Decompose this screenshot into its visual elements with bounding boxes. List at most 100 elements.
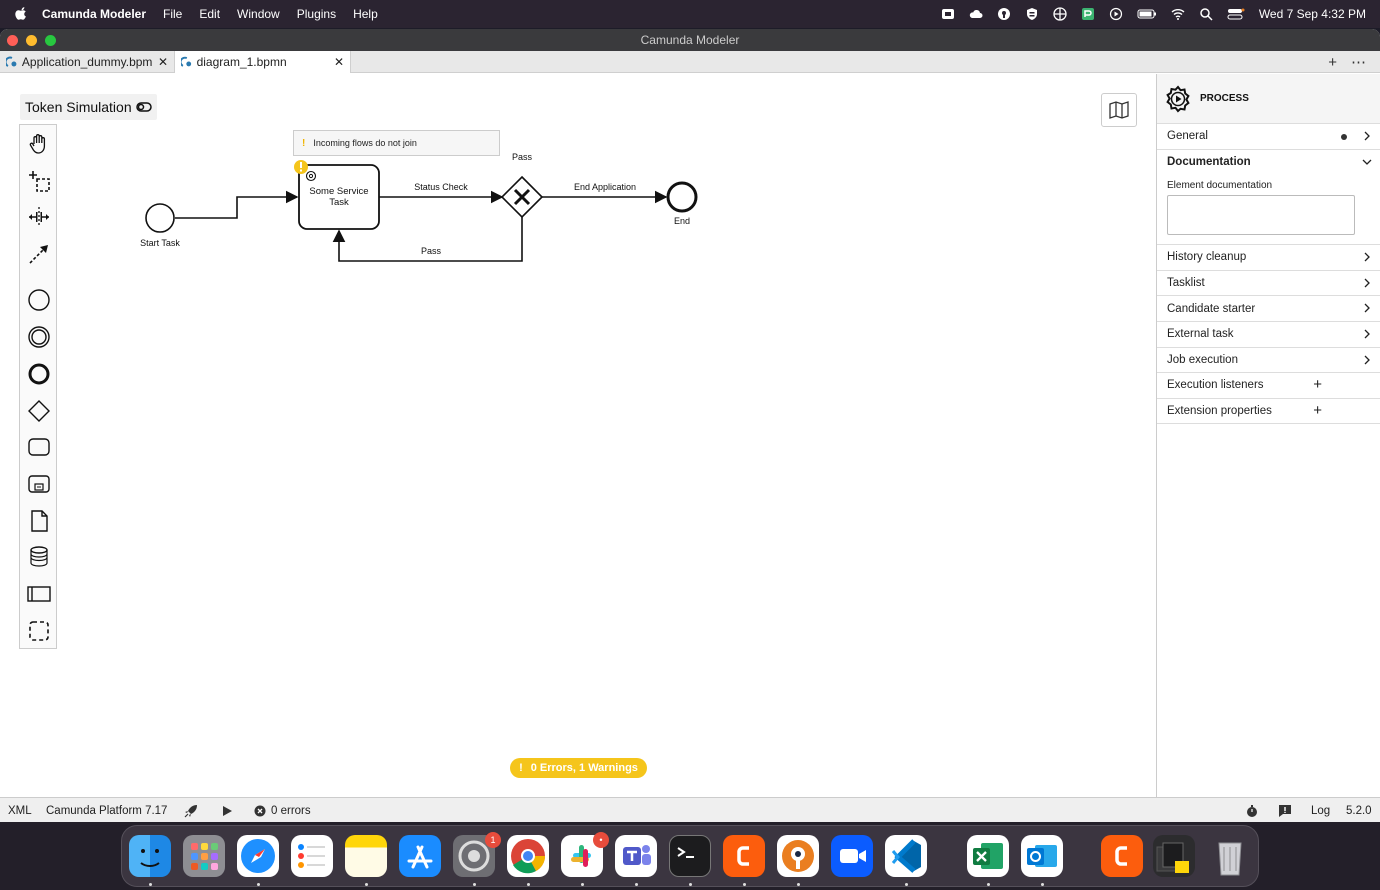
apple-logo-icon[interactable] — [14, 7, 28, 21]
close-tab-icon[interactable]: ✕ — [333, 55, 344, 69]
intermediate-event-tool-icon[interactable] — [27, 325, 51, 349]
warning-marker-icon[interactable] — [294, 160, 308, 174]
sequence-flow-start-to-task[interactable] — [175, 190, 299, 219]
pool-tool-icon[interactable] — [27, 582, 51, 606]
tab-application-dummy[interactable]: Application_dummy.bpmn ✕ — [0, 51, 175, 73]
add-plus-icon[interactable]: + — [1313, 376, 1322, 394]
chevron-right-icon[interactable] — [1362, 130, 1372, 142]
space-tool-icon[interactable] — [27, 205, 51, 229]
deploy-rocket-icon[interactable] — [184, 804, 198, 818]
teams-icon[interactable] — [615, 835, 657, 877]
group-job-execution[interactable]: Job execution — [1157, 348, 1380, 374]
start-event[interactable] — [145, 203, 175, 233]
group-tasklist[interactable]: Tasklist — [1157, 271, 1380, 297]
errors-count[interactable]: 0 errors — [271, 804, 311, 817]
add-plus-icon[interactable]: + — [1313, 401, 1322, 419]
end-event[interactable] — [666, 181, 698, 213]
element-documentation-field[interactable] — [1167, 195, 1355, 236]
menubar-clock[interactable]: Wed 7 Sep 4:32 PM — [1258, 7, 1366, 21]
feedback-icon[interactable] — [1278, 804, 1292, 818]
platform-version-button[interactable]: Camunda Platform 7.17 — [46, 804, 168, 817]
data-store-tool-icon[interactable] — [27, 545, 51, 569]
group-extension-properties[interactable]: Extension properties + — [1157, 399, 1380, 425]
chevron-right-icon[interactable] — [1362, 328, 1372, 340]
menu-plugins[interactable]: Plugins — [296, 7, 337, 21]
downloads-stack-icon[interactable] — [1153, 835, 1195, 877]
gateway-tool-icon[interactable] — [27, 399, 51, 423]
control-center-icon[interactable] — [1227, 7, 1245, 21]
minimize-window-button[interactable] — [26, 35, 37, 46]
group-history-cleanup[interactable]: History cleanup — [1157, 245, 1380, 271]
task-tool-icon[interactable] — [27, 435, 51, 459]
screen-record-icon[interactable] — [941, 7, 955, 21]
safari-icon[interactable] — [237, 835, 279, 877]
end-event-tool-icon[interactable] — [27, 362, 51, 386]
lint-summary-badge[interactable]: ! 0 Errors, 1 Warnings — [510, 758, 647, 778]
close-tab-icon[interactable]: ✕ — [157, 55, 168, 69]
app-store-icon[interactable] — [399, 835, 441, 877]
shield-icon[interactable] — [1025, 7, 1039, 21]
lasso-tool-icon[interactable] — [27, 169, 51, 193]
system-preferences-icon[interactable]: 1 — [453, 832, 501, 877]
start-instance-play-icon[interactable] — [221, 805, 233, 817]
camunda-modeler-icon[interactable] — [1101, 835, 1143, 877]
bpmn-canvas[interactable]: Start Task Some Service Task Status Chec… — [0, 74, 1156, 797]
menu-window[interactable]: Window — [237, 7, 280, 21]
terminal-icon[interactable] — [669, 835, 711, 877]
menu-file[interactable]: File — [163, 7, 183, 21]
camunda-modeler-icon[interactable] — [723, 835, 765, 877]
group-documentation[interactable]: Documentation — [1157, 150, 1380, 176]
green-app-icon[interactable] — [1081, 7, 1095, 21]
outlook-icon[interactable] — [1021, 835, 1063, 877]
menu-help[interactable]: Help — [353, 7, 378, 21]
finder-icon[interactable] — [129, 835, 171, 877]
chevron-right-icon[interactable] — [1362, 251, 1372, 263]
slack-icon[interactable]: • — [561, 832, 609, 877]
menu-edit[interactable]: Edit — [199, 7, 221, 21]
xml-view-button[interactable]: XML — [8, 804, 32, 817]
sequence-flow-pass-back[interactable] — [332, 217, 523, 262]
launchpad-icon[interactable] — [183, 835, 225, 877]
zoom-window-button[interactable] — [45, 35, 56, 46]
spotlight-icon[interactable] — [1199, 7, 1213, 21]
start-event-tool-icon[interactable] — [27, 288, 51, 312]
log-button[interactable]: Log — [1311, 804, 1331, 817]
chevron-right-icon[interactable] — [1362, 354, 1372, 366]
vpn-icon[interactable] — [997, 7, 1011, 21]
vscode-icon[interactable] — [885, 835, 927, 877]
tab-diagram-1[interactable]: diagram_1.bpmn ✕ — [175, 51, 351, 73]
more-options-icon[interactable]: ⋯ — [1351, 54, 1366, 71]
excel-icon[interactable] — [967, 835, 1009, 877]
group-candidate-starter[interactable]: Candidate starter — [1157, 296, 1380, 322]
menubar-app-name[interactable]: Camunda Modeler — [42, 7, 147, 21]
openvpn-icon[interactable] — [777, 835, 819, 877]
global-connect-tool-icon[interactable] — [27, 242, 51, 266]
battery-icon[interactable] — [1137, 7, 1157, 21]
chevron-right-icon[interactable] — [1362, 277, 1372, 289]
token-simulation-toggle[interactable]: Token Simulation — [20, 94, 157, 120]
subprocess-tool-icon[interactable] — [27, 472, 51, 496]
zoom-icon[interactable] — [831, 835, 873, 877]
play-circle-icon[interactable] — [1109, 7, 1123, 21]
notes-icon[interactable] — [345, 835, 387, 877]
service-task[interactable] — [298, 164, 380, 230]
minimap-toggle-button[interactable] — [1101, 93, 1137, 127]
hand-tool-icon[interactable] — [27, 132, 51, 156]
group-tool-icon[interactable] — [27, 619, 51, 643]
chevron-right-icon[interactable] — [1362, 302, 1372, 314]
data-object-tool-icon[interactable] — [27, 509, 51, 533]
group-execution-listeners[interactable]: Execution listeners + — [1157, 373, 1380, 399]
close-window-button[interactable] — [7, 35, 18, 46]
network-icon[interactable] — [1053, 7, 1067, 21]
stopwatch-icon[interactable] — [1245, 804, 1259, 818]
app-version[interactable]: 5.2.0 — [1346, 804, 1372, 817]
cloud-icon[interactable] — [969, 7, 983, 21]
group-external-task[interactable]: External task — [1157, 322, 1380, 348]
group-general[interactable]: General — [1157, 124, 1380, 150]
chrome-icon[interactable] — [507, 835, 549, 877]
chevron-down-icon[interactable] — [1362, 156, 1372, 168]
trash-icon[interactable] — [1209, 835, 1251, 877]
new-tab-plus-icon[interactable]: + — [1328, 53, 1337, 71]
reminders-icon[interactable] — [291, 835, 333, 877]
wifi-icon[interactable] — [1171, 7, 1185, 21]
